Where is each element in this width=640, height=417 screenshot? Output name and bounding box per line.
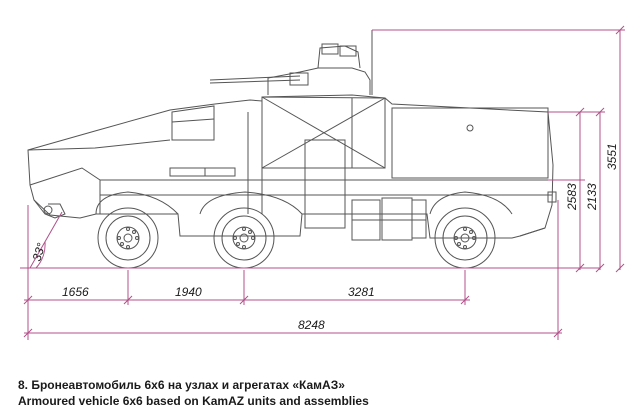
equipment-box-3 [411, 199, 427, 239]
side-door [304, 139, 346, 229]
wheel-1 [97, 207, 159, 269]
glacis-upper-line [27, 139, 171, 151]
vision-slit-2 [204, 167, 236, 177]
windscreen-frame [171, 118, 215, 123]
wheel-arch-3 [429, 191, 513, 215]
rear-light [547, 191, 557, 203]
dim-total-height: 3551 [605, 143, 619, 170]
dim-body-height: 2133 [585, 183, 599, 211]
dimension-lines [23, 25, 625, 340]
wheel-arch-2 [199, 191, 303, 215]
caption-english: Armoured vehicle 6x6 based on KamAZ unit… [18, 394, 369, 408]
wheels [97, 207, 496, 269]
weapon-station-housing [267, 67, 371, 95]
turret-cross-2 [261, 97, 386, 169]
dim-wheelbase-2-3: 3281 [348, 285, 375, 299]
equipment-box-2 [381, 197, 413, 241]
caption-russian: 8. Бронеавтомобиль 6х6 на узлах и агрега… [18, 378, 345, 392]
sight-box [321, 43, 339, 55]
rear-bumper [519, 227, 546, 237]
cannon-mantlet [289, 72, 309, 86]
front-tow-eye [43, 205, 53, 215]
front-glacis [29, 167, 101, 214]
dim-hull-height: 2583 [565, 183, 579, 211]
wheel-2 [213, 207, 275, 269]
dim-front-overhang: 1656 [62, 285, 89, 299]
vehicle-technical-drawing: 1656 1940 3281 8248 2583 2133 3551 33° [20, 25, 625, 340]
dim-approach-angle: 33° [30, 241, 49, 263]
hull-outline [27, 94, 554, 239]
dim-overall-length: 8248 [298, 318, 325, 332]
vision-slit-1 [169, 167, 206, 177]
vehicle-outline [27, 30, 557, 241]
rear-compartment-panel [391, 107, 549, 179]
wheel-arch-1 [95, 191, 179, 215]
sight-box-2 [339, 45, 357, 57]
cannon-barrel-lower [209, 79, 301, 84]
cannon-barrel [209, 75, 301, 81]
rear-hatch-handle [466, 124, 474, 132]
windscreen [171, 105, 215, 141]
dim-wheelbase-1-2: 1940 [175, 285, 202, 299]
weapon-station-top [317, 45, 361, 69]
